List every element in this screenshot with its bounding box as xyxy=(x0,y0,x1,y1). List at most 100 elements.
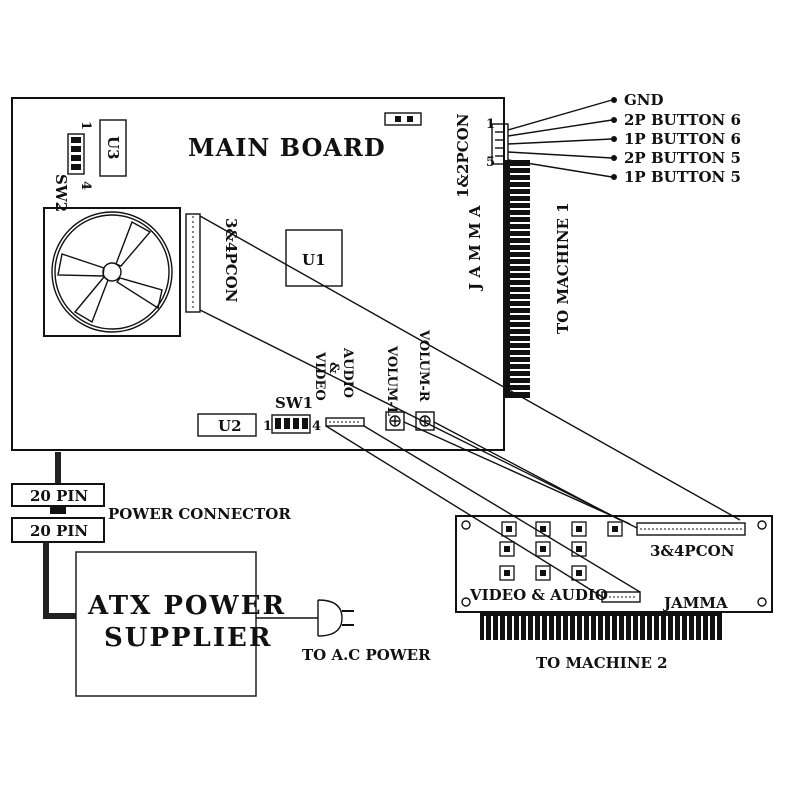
edge-finger-gap xyxy=(554,616,556,640)
power-pin-top: 20 PIN xyxy=(30,487,88,505)
to-machine1-label: TO MACHINE 1 xyxy=(554,202,572,334)
ac-plug xyxy=(317,599,343,637)
main-video-amp: & xyxy=(326,362,341,374)
edge-finger-gap xyxy=(533,616,535,640)
edge-finger-gap xyxy=(652,616,654,640)
edge-finger-gap xyxy=(575,616,577,640)
ac-power-label: TO A.C POWER xyxy=(302,646,431,664)
edge-finger-gap xyxy=(582,616,584,640)
fan-ring-inner xyxy=(54,214,170,330)
power-connector-label: POWER CONNECTOR xyxy=(108,505,291,523)
edge-finger-gap xyxy=(631,616,633,640)
edge-finger-gap xyxy=(512,616,514,640)
edge-finger-gap xyxy=(510,264,530,266)
con12-label: 1&2PCON xyxy=(454,113,472,198)
mount-hole xyxy=(461,597,471,607)
interconnect-wires xyxy=(199,215,741,599)
edge-finger-gap xyxy=(510,362,530,364)
button-label-gnd: GND xyxy=(624,91,664,109)
edge-finger-gap xyxy=(510,285,530,287)
edge-finger-gap xyxy=(510,334,530,336)
edge-finger-gap xyxy=(505,616,507,640)
edge-finger-gap xyxy=(510,348,530,350)
edge-finger-gap xyxy=(638,616,640,640)
edge-finger-gap xyxy=(510,320,530,322)
jamma-edge-fingers xyxy=(484,616,717,640)
edge-finger-gap xyxy=(510,390,530,392)
sw1-pin-start: 1 xyxy=(263,419,272,434)
machine2-component xyxy=(535,565,551,581)
edge-finger-gap xyxy=(547,616,549,640)
edge-finger-gap xyxy=(510,187,530,189)
edge-finger-gap xyxy=(568,616,570,640)
power-connector-bottom xyxy=(11,517,105,543)
machine2-component-core xyxy=(504,570,510,576)
button-label-2p-b6: 2P BUTTON 6 xyxy=(624,111,741,129)
edge-finger-gap xyxy=(510,208,530,210)
machine2-component xyxy=(571,541,587,557)
u1-label: U1 xyxy=(302,251,326,269)
u3-chip xyxy=(99,119,127,177)
mount-hole xyxy=(757,520,767,530)
sw2-toggle xyxy=(71,155,81,161)
machine2-component-core xyxy=(576,570,582,576)
sw2-toggle xyxy=(71,146,81,152)
edge-finger-gap xyxy=(708,616,710,640)
machine2-video-audio-connector xyxy=(601,591,641,603)
machine2-component xyxy=(535,541,551,557)
sw1-dip-switch xyxy=(271,414,311,434)
cooling-fan xyxy=(43,207,181,337)
button-label-1p-b6: 1P BUTTON 6 xyxy=(624,130,741,148)
machine2-component-core xyxy=(576,526,582,532)
jamma-label: J A M M A xyxy=(466,205,484,292)
edge-finger-gap xyxy=(510,383,530,385)
volume-l-knob-dial xyxy=(389,415,401,427)
volume-l-knob-cross xyxy=(391,417,399,425)
main-board-title: MAIN BOARD xyxy=(188,133,386,162)
u1-chip xyxy=(285,229,343,287)
edge-finger-gap xyxy=(510,355,530,357)
edge-finger-gap xyxy=(510,306,530,308)
edge-finger-gap xyxy=(510,180,530,182)
edge-finger-gap xyxy=(617,616,619,640)
fan-blade xyxy=(115,220,152,267)
main-audio-label: AUDIO xyxy=(340,347,355,398)
edge-finger-gap xyxy=(624,616,626,640)
con12-pin-end: 5 xyxy=(486,155,495,170)
edge-finger-gap xyxy=(540,616,542,640)
sw1-toggle xyxy=(293,418,299,429)
atx-power-supply xyxy=(75,551,257,697)
edge-finger-gap xyxy=(510,222,530,224)
edge-finger-gap xyxy=(510,341,530,343)
edge-finger-gap xyxy=(596,616,598,640)
fan-blade xyxy=(115,277,163,310)
main-video-audio-connector xyxy=(325,417,365,427)
sw2-pin-end: 4 xyxy=(78,181,93,190)
edge-finger-gap xyxy=(715,616,717,640)
power-pin-bottom: 20 PIN xyxy=(30,522,88,540)
edge-finger-gap xyxy=(510,194,530,196)
sw1-label: SW1 xyxy=(275,394,313,412)
edge-finger-gap xyxy=(510,229,530,231)
edge-finger-gap xyxy=(694,616,696,640)
u2-chip xyxy=(197,413,257,437)
edge-finger-gap xyxy=(589,616,591,640)
volume-r-knob xyxy=(415,411,435,431)
atx-line1: ATX POWER xyxy=(87,591,286,621)
sw2-label: SW2 xyxy=(52,174,70,212)
sw1-toggle xyxy=(275,418,281,429)
edge-finger-gap xyxy=(510,250,530,252)
u3-label: U3 xyxy=(104,136,122,160)
fan-blade xyxy=(73,276,109,324)
edge-finger-gap xyxy=(510,271,530,273)
machine2-component-core xyxy=(506,526,512,532)
edge-finger-gap xyxy=(510,215,530,217)
button-label-1p-b5: 1P BUTTON 5 xyxy=(624,168,741,186)
edge-finger-gap xyxy=(526,616,528,640)
machine2-component-core xyxy=(504,546,510,552)
atx-line2: SUPPLIER xyxy=(104,623,272,653)
machine2-component-core xyxy=(540,570,546,576)
machine2-con34-connector xyxy=(636,522,746,536)
fan-ring xyxy=(51,211,173,333)
